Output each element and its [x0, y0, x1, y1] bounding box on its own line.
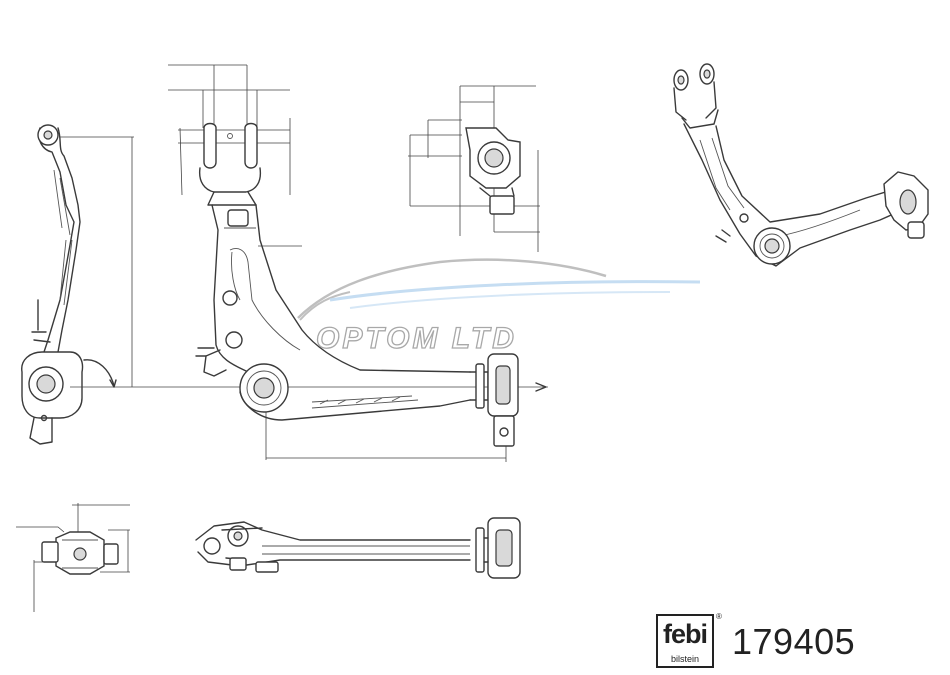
part-number: 179405 — [732, 621, 856, 662]
logo-brand: febi — [662, 619, 708, 649]
febi-bilstein-logo: febi bilstein — [656, 614, 714, 668]
perspective-view — [673, 63, 929, 267]
control-arm-top-view — [168, 64, 519, 447]
registered-mark: ® — [716, 612, 722, 621]
watermark-text: OPTOM LTD — [316, 322, 517, 355]
control-arm-side-view — [195, 517, 521, 579]
dimension-lines-main — [60, 136, 548, 462]
logo-subtext: bilstein — [670, 654, 699, 664]
side-view-knuckle — [21, 124, 117, 445]
bushing-detail-view — [408, 85, 540, 252]
watermark: OPTOM LTD — [297, 258, 701, 356]
end-view-small — [16, 503, 130, 612]
